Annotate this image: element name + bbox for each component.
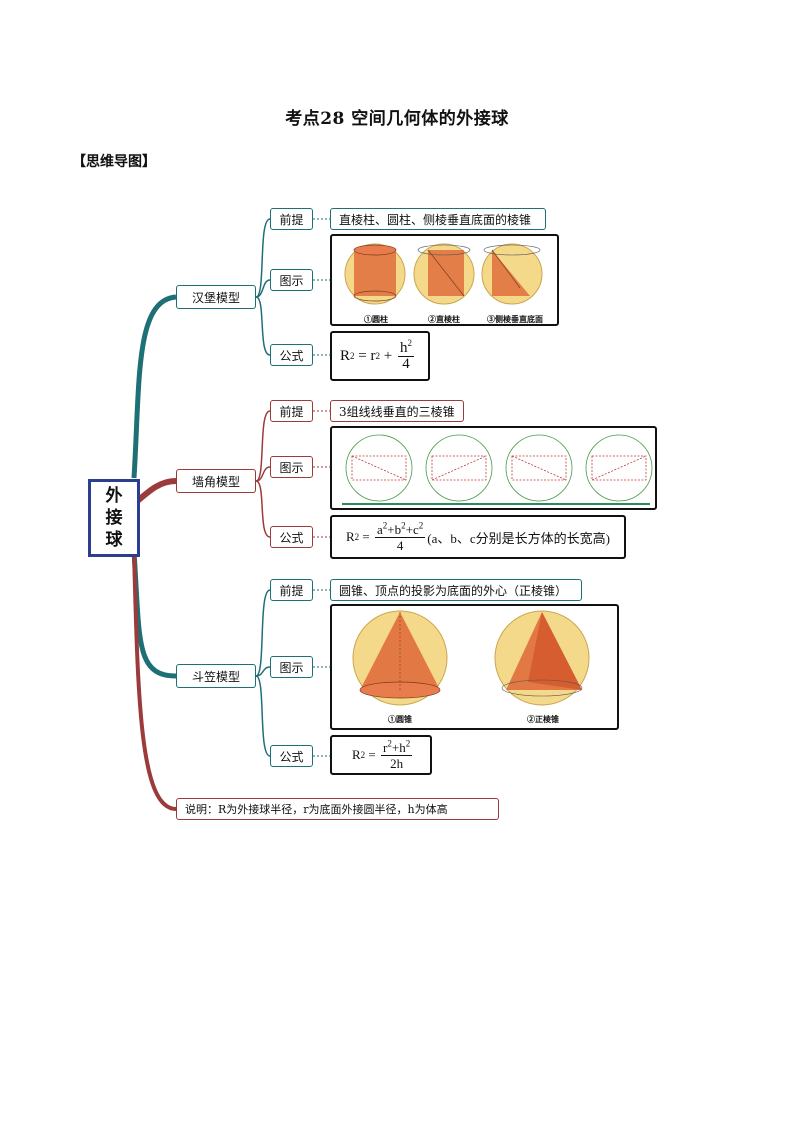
hat-formula-tag: 公式	[270, 745, 313, 767]
wall-figure-box	[330, 426, 657, 510]
caption-cylinder: ①圆柱	[364, 314, 388, 324]
page-title: 考点28 空间几何体的外接球	[285, 109, 509, 129]
hamburger-figure-box: ①圆柱 ②直棱柱 ③侧棱垂直底面	[330, 234, 559, 326]
hat-premise-tag: 前提	[270, 579, 313, 601]
wall-figure-tag: 图示	[270, 456, 313, 478]
note-box: 说明：R为外接球半径，r为底面外接圆半径，h为体高	[176, 798, 499, 820]
hamburger-figures	[344, 243, 543, 305]
wall-premise-tag: 前提	[270, 400, 313, 422]
root-char-2: 接	[105, 508, 123, 528]
hamburger-figure-tag: 图示	[270, 269, 313, 291]
hamburger-premise-text: 直棱柱、圆柱、侧棱垂直底面的棱锥	[330, 208, 546, 230]
wall-premise-text: 3组线线垂直的三棱锥	[330, 400, 464, 422]
hat-figure-tag: 图示	[270, 656, 313, 678]
model-wall-corner-node: 墙角模型	[176, 469, 256, 493]
hat-figure-box: ①圆锥 ②正棱锥	[330, 604, 619, 730]
model-hamburger-node: 汉堡模型	[176, 285, 256, 309]
caption-pyramid: ③侧棱垂直底面	[487, 314, 543, 324]
wall-figures	[342, 434, 653, 505]
section-heading: 【思维导图】	[72, 154, 156, 170]
caption-prism: ②直棱柱	[428, 314, 460, 324]
root-char-1: 外	[105, 486, 123, 506]
root-char-3: 球	[105, 530, 123, 550]
hat-figures	[352, 610, 590, 706]
hat-premise-text: 圆锥、顶点的投影为底面的外心（正棱锥）	[330, 579, 582, 601]
hamburger-formula-tag: 公式	[270, 344, 313, 366]
wall-formula-tag: 公式	[270, 526, 313, 548]
root-node: 外 接 球	[88, 479, 140, 557]
caption-cone: ①圆锥	[388, 714, 412, 724]
model-hat-node: 斗笠模型	[176, 664, 256, 688]
caption-regular-pyramid: ②正棱锥	[527, 714, 559, 724]
wall-formula-note: (a、b、c分别是长方体的长宽高)	[427, 530, 610, 546]
hamburger-premise-tag: 前提	[270, 208, 313, 230]
